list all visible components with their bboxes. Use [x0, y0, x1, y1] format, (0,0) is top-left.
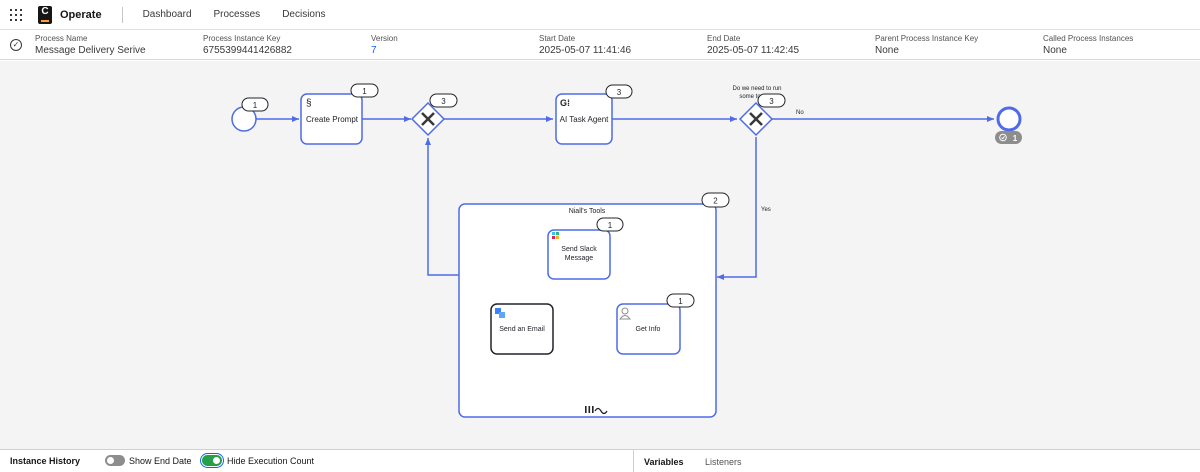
flow-label-yes: Yes [761, 207, 771, 213]
start-event-count-badge: 1 [241, 97, 269, 112]
nav-link-dashboard[interactable]: Dashboard [142, 9, 192, 20]
toggle-knob [107, 457, 114, 464]
hide-execution-count-toggle[interactable] [200, 453, 224, 468]
version-link[interactable]: 7 [371, 45, 377, 56]
instance-key-value: 6755399441426882 [203, 45, 292, 56]
exclusive-gateway-icon [749, 112, 763, 126]
process-name-field: Process Name Message Delivery Serive [35, 34, 146, 56]
get-info-count: 1 [678, 297, 683, 306]
flow-yes-to-tools [717, 137, 757, 280]
ai-agent-count: 3 [617, 88, 622, 97]
merge-gateway-count-badge: 3 [429, 93, 458, 108]
app-name[interactable]: Operate [60, 8, 102, 21]
merge-gateway-count: 3 [441, 97, 446, 106]
called-instances-value: None [1043, 45, 1067, 56]
slack-task-count: 1 [608, 221, 613, 230]
slack-icon [552, 232, 559, 239]
end-event[interactable] [996, 106, 1022, 132]
user-task-icon [619, 307, 631, 320]
end-date-value: 2025-05-07 11:42:45 [707, 45, 800, 56]
subprocess-count-badge: 2 [701, 192, 730, 208]
create-prompt-count: 1 [362, 87, 367, 96]
tab-variables[interactable]: Variables [644, 457, 684, 467]
parent-instance-value: None [875, 45, 899, 56]
niall-tools-subprocess[interactable]: Niall's Tools [458, 203, 717, 418]
multi-instance-icon [585, 406, 594, 413]
field-label: Version [371, 34, 398, 43]
flow-tools-to-gateway [425, 138, 459, 276]
script-task-icon: § [306, 98, 312, 109]
send-email-task[interactable]: Send an Email [490, 303, 554, 355]
field-label: Called Process Instances [1043, 34, 1134, 43]
slack-task-count-badge: 1 [596, 217, 624, 232]
decision-gateway-count: 3 [769, 97, 774, 106]
field-label: End Date [707, 34, 741, 43]
subprocess-title: Niall's Tools [569, 208, 606, 215]
ai-agent-count-badge: 3 [605, 84, 633, 99]
instance-header: ✓ Process Name Message Delivery Serive P… [0, 30, 1200, 60]
create-prompt-task[interactable]: § Create Prompt [300, 93, 363, 145]
start-date-field: Start Date 2025-05-07 11:41:46 [539, 34, 631, 56]
agent-icon: G⁞ [560, 98, 570, 108]
slack-task-label-line1: Send Slack [561, 246, 597, 253]
hide-execution-count-label: Hide Execution Count [227, 456, 315, 466]
instance-key-field: Process Instance Key 6755399441426882 [203, 34, 292, 56]
panel-divider [633, 450, 634, 472]
flow-label-no: No [796, 110, 804, 116]
nav-divider [121, 6, 123, 23]
create-prompt-label: Create Prompt [306, 115, 359, 124]
camunda-logo: C [38, 5, 52, 24]
check-circle-icon [999, 133, 1007, 142]
decision-gateway[interactable]: Do we need to run some to [732, 86, 782, 137]
decision-gateway-count-badge: 3 [757, 93, 786, 108]
get-info-count-badge: 1 [666, 293, 695, 308]
ai-task-agent[interactable]: G⁞ AI Task Agent [555, 93, 613, 145]
slack-task-label-line2: Message [565, 255, 594, 262]
bpmn-diagram-canvas[interactable]: § Create Prompt G⁞ AI Task Agent Do we n… [0, 61, 1200, 449]
exclusive-gateway-icon [421, 112, 435, 126]
end-event-completed-badge: 1 [995, 131, 1022, 144]
field-label: Process Name [35, 34, 88, 43]
email-task-label: Send an Email [499, 326, 545, 333]
decision-gateway-label-line2: some to [739, 94, 761, 100]
instance-history-title: Instance History [10, 456, 81, 466]
nav-link-decisions[interactable]: Decisions [282, 9, 326, 20]
parent-instance-field: Parent Process Instance Key None [875, 34, 978, 56]
start-event-count: 1 [253, 101, 258, 110]
subprocess-count: 2 [713, 197, 718, 206]
top-navigation: C Operate Dashboard Processes Decisions [0, 0, 1200, 30]
tab-listeners[interactable]: Listeners [705, 457, 742, 467]
version-field: Version 7 [371, 34, 398, 56]
show-end-date-toggle[interactable] [105, 455, 125, 466]
instance-history-panel: Instance History Show End Date Hide Exec… [0, 449, 1200, 472]
get-info-task[interactable]: Get Info [616, 303, 681, 355]
end-date-field: End Date 2025-05-07 11:42:45 [707, 34, 799, 56]
send-slack-message-task[interactable]: Send Slack Message [547, 229, 611, 280]
nav-link-processes[interactable]: Processes [213, 9, 261, 20]
email-connector-icon [495, 308, 505, 318]
start-date-value: 2025-05-07 11:41:46 [539, 45, 632, 56]
bpmn-diagram: § Create Prompt G⁞ AI Task Agent Do we n… [231, 83, 1022, 418]
process-name-value: Message Delivery Serive [35, 45, 146, 56]
app-switcher-icon[interactable] [10, 8, 22, 21]
check-icon [1001, 136, 1005, 140]
show-end-date-label: Show End Date [129, 456, 192, 466]
field-label: Parent Process Instance Key [875, 34, 979, 43]
get-info-label: Get Info [636, 326, 661, 333]
completed-check-icon: ✓ [10, 39, 22, 51]
toggle-knob [213, 457, 220, 464]
field-label: Process Instance Key [203, 34, 281, 43]
called-instances-field: Called Process Instances None [1043, 34, 1133, 56]
end-event-count: 1 [1013, 134, 1018, 143]
merge-gateway[interactable] [410, 101, 446, 137]
field-label: Start Date [539, 34, 576, 43]
ai-agent-label: AI Task Agent [560, 115, 610, 124]
decision-gateway-label-line1: Do we need to run [732, 86, 781, 92]
create-prompt-count-badge: 1 [350, 83, 379, 98]
ad-hoc-icon [594, 407, 608, 415]
